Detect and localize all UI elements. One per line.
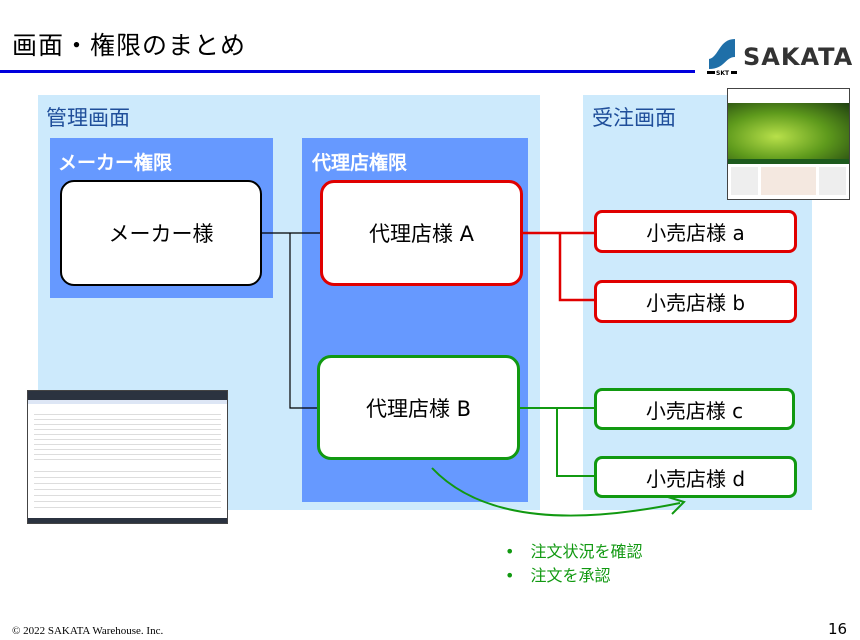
page-number: 16 bbox=[828, 620, 848, 638]
retailer-c-node: 小売店様 c bbox=[594, 388, 795, 430]
sakata-logo: SKT SAKATA bbox=[705, 35, 853, 77]
agent-b-actions-list: 注文状況を確認 注文を承認 bbox=[505, 540, 642, 588]
retailer-b-node: 小売店様 b bbox=[594, 280, 797, 323]
title-divider bbox=[0, 70, 695, 73]
bullet-item: 注文状況を確認 bbox=[505, 540, 642, 564]
maker-auth-label: メーカー権限 bbox=[58, 152, 173, 174]
bullet-item: 注文を承認 bbox=[505, 564, 642, 588]
retailer-d-node: 小売店様 d bbox=[594, 456, 797, 498]
admin-screen-label: 管理画面 bbox=[46, 106, 130, 130]
agent-b-node: 代理店様 B bbox=[317, 355, 520, 460]
maker-node: メーカー様 bbox=[60, 180, 262, 286]
admin-screen-thumbnail bbox=[27, 390, 228, 524]
order-screen-thumbnail bbox=[727, 88, 850, 200]
order-screen-label: 受注画面 bbox=[592, 106, 676, 130]
agent-auth-label: 代理店権限 bbox=[312, 152, 408, 174]
svg-text:SKT: SKT bbox=[716, 70, 730, 77]
page-title: 画面・権限のまとめ bbox=[12, 31, 247, 60]
retailer-a-node: 小売店様 a bbox=[594, 210, 797, 253]
agent-a-node: 代理店様 A bbox=[320, 180, 523, 286]
copyright-footer: © 2022 SAKATA Warehouse. Inc. bbox=[12, 625, 164, 637]
svg-text:SAKATA: SAKATA bbox=[743, 43, 853, 71]
